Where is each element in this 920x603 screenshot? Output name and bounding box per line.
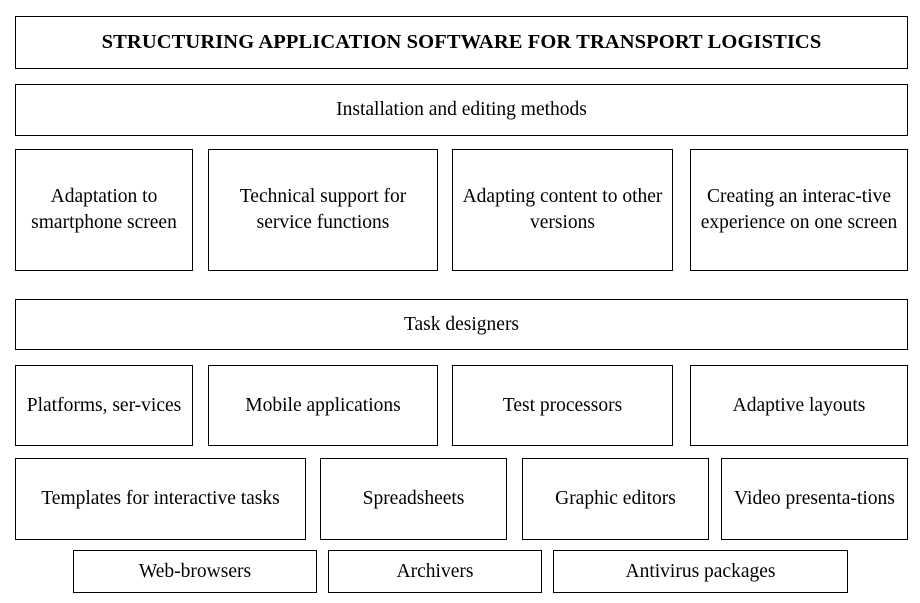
box-web-browsers-label: Web-browsers [138,560,252,582]
box-adaptation-smartphone: Adaptation to smartphone screen [15,149,193,271]
box-spreadsheets: Spreadsheets [320,458,507,540]
box-web-browsers: Web-browsers [73,550,317,593]
box-platforms-services-label: Platforms, ser-vices [26,394,182,416]
box-antivirus-packages: Antivirus packages [553,550,848,593]
box-adapting-content: Adapting content to other versions [452,149,673,271]
box-adaptive-layouts: Adaptive layouts [690,365,908,446]
box-graphic-editors-label: Graphic editors [555,488,676,510]
box-graphic-editors: Graphic editors [522,458,709,540]
box-technical-support: Technical support for service functions [208,149,438,271]
box-adaptation-smartphone-label: Adaptation to smartphone screen [31,186,177,233]
box-task-designers: Task designers [15,299,908,350]
box-templates-interactive-label: Templates for interactive tasks [41,488,280,510]
box-test-processors: Test processors [452,365,673,446]
box-installation-methods-label: Installation and editing methods [336,99,587,121]
box-test-processors-label: Test processors [502,394,623,416]
box-creating-interactive-label: Creating an interac-tive experience on o… [700,186,898,233]
box-mobile-applications: Mobile applications [208,365,438,446]
box-creating-interactive: Creating an interac-tive experience on o… [690,149,908,271]
box-adaptive-layouts-label: Adaptive layouts [732,394,866,416]
box-spreadsheets-label: Spreadsheets [362,488,465,510]
box-installation-methods: Installation and editing methods [15,84,908,136]
box-archivers-label: Archivers [396,560,474,582]
box-antivirus-packages-label: Antivirus packages [625,560,776,582]
box-platforms-services: Platforms, ser-vices [15,365,193,446]
box-task-designers-label: Task designers [403,313,520,335]
box-title: STRUCTURING APPLICATION SOFTWARE FOR TRA… [15,16,908,69]
box-archivers: Archivers [328,550,542,593]
box-adapting-content-label: Adapting content to other versions [462,186,663,233]
box-mobile-applications-label: Mobile applications [245,394,401,416]
box-templates-interactive: Templates for interactive tasks [15,458,306,540]
box-technical-support-label: Technical support for service functions [239,186,407,233]
box-video-presentations: Video presenta-tions [721,458,908,540]
box-video-presentations-label: Video presenta-tions [734,488,895,510]
box-title-label: STRUCTURING APPLICATION SOFTWARE FOR TRA… [101,30,822,53]
